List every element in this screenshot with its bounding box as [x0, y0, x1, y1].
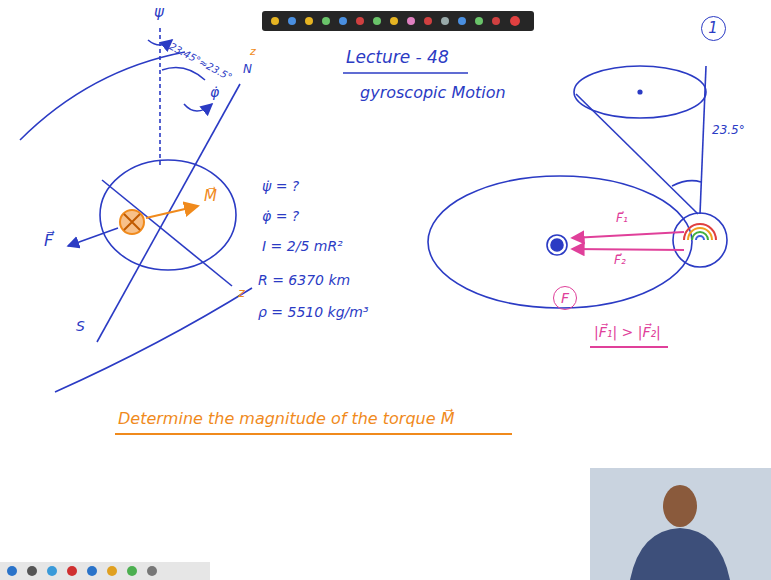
board-label: F⃗ — [44, 232, 53, 250]
orbit-figure — [428, 66, 727, 308]
board-label: φ̇ = ? — [262, 208, 299, 224]
board-label: z — [250, 46, 256, 59]
board-label: S — [76, 318, 85, 334]
board-label: ρ = 5510 kg/m³ — [258, 304, 369, 320]
circled-number: 1 — [701, 16, 726, 41]
board-label: |F⃗₁| > |F⃗₂| — [594, 324, 661, 340]
board-label: N — [243, 63, 252, 77]
circled-letter: F — [553, 286, 577, 310]
board-label: F⃗₂ — [614, 254, 626, 268]
board-label: Lecture - 48 — [346, 48, 449, 68]
board-label: ψ — [154, 4, 164, 21]
earth-precession-figure — [20, 28, 252, 392]
toolbar — [262, 11, 534, 31]
board-label: R = 6370 km — [258, 272, 350, 288]
webcam-inset — [590, 468, 771, 580]
board-label: 23.5° — [712, 124, 745, 138]
taskbar — [0, 562, 210, 580]
board-label: ψ̇ = ? — [262, 178, 299, 194]
board-label: M⃗ — [204, 188, 217, 205]
board-label: φ̇ — [210, 84, 219, 100]
board-label: Determine the magnitude of the torque M⃗ — [118, 410, 454, 428]
torque-symbol — [120, 206, 198, 234]
node-text: 1 — [708, 21, 718, 36]
board-label: z — [238, 286, 245, 301]
board-label: gyroscopic Motion — [360, 84, 506, 102]
board-label: F⃗₁ — [616, 212, 628, 226]
node-text: F — [561, 291, 569, 305]
board-label: I = 2/5 mR² — [262, 238, 343, 254]
